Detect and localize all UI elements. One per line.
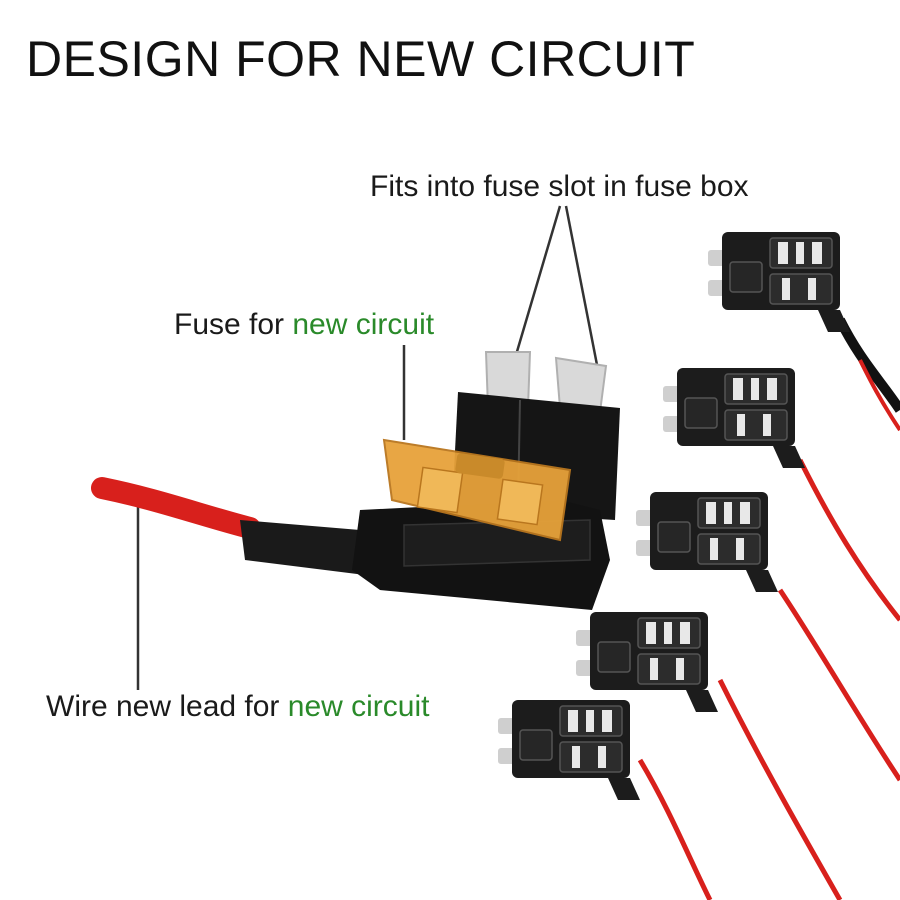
fuse-tap-holder-icon — [575, 611, 719, 713]
fuse-tap-holder-icon — [635, 491, 779, 593]
fuse-label: Fuse for new circuit — [174, 308, 434, 342]
fuse-label-text: Fuse for — [174, 308, 293, 341]
main-fuse-tap — [91, 351, 620, 610]
red-wire-icon — [91, 477, 261, 539]
fuse-slot-label: Fits into fuse slot in fuse box — [370, 170, 749, 203]
slot-pointer-right — [564, 205, 600, 371]
blade-fuse-icon — [382, 438, 572, 542]
wire-label-text: Wire new lead for — [46, 690, 288, 723]
fuse-tap-holder-icon — [662, 367, 806, 469]
wire-label-highlight: new circuit — [287, 690, 430, 723]
holder-stack — [497, 231, 900, 900]
page-title: DESIGN FOR NEW CIRCUIT — [26, 31, 696, 87]
pointer-lines — [136, 205, 600, 690]
fuse-label-highlight: new circuit — [292, 308, 435, 341]
fuse-tap-holder-icon — [707, 231, 851, 333]
fuse-tap-holder-icon — [497, 699, 641, 801]
slot-pointer-left — [514, 205, 562, 356]
wire-label: Wire new lead for new circuit — [46, 690, 429, 724]
